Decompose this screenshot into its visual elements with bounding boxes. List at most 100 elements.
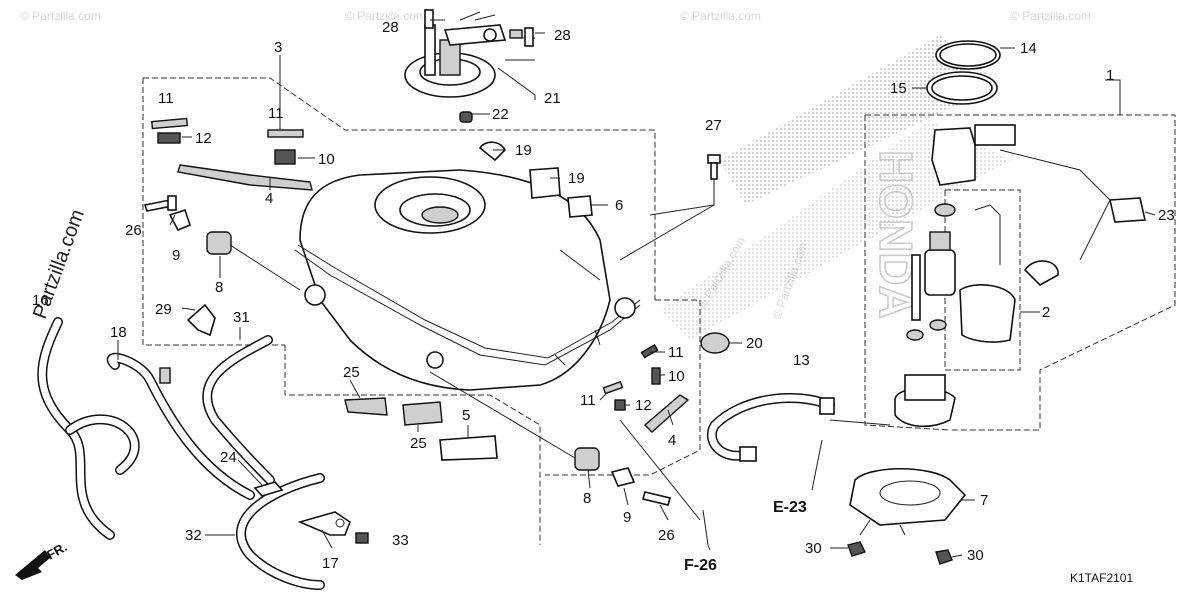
callout-23: 23: [1158, 207, 1175, 224]
label-6: [567, 195, 593, 218]
callout-9: 9: [623, 509, 631, 526]
arrow-F-26: [702, 509, 711, 551]
frame-tank: [545, 299, 701, 476]
callout-4: 4: [265, 190, 273, 207]
seal-4: [643, 394, 690, 433]
fuel-pump-assembly: [894, 124, 1146, 428]
screw-28: [424, 9, 434, 29]
grommet-20: [700, 332, 730, 354]
sticker-19: [478, 141, 506, 162]
callout-6: 6: [615, 197, 623, 214]
leader-21: [497, 67, 536, 100]
plate-tabs: [859, 519, 906, 536]
frame-tank: [143, 77, 656, 300]
bolt-head-26: [167, 195, 177, 211]
cushion-11: [151, 117, 189, 130]
hose-16: [37, 317, 140, 540]
ref-F-26: F-26: [684, 557, 717, 574]
callout-2: 2: [1042, 304, 1050, 321]
callout-22: 22: [492, 106, 509, 123]
leader-8: [229, 244, 301, 291]
hose-31: [202, 335, 275, 485]
callout-32: 32: [185, 527, 202, 544]
callout-17: 17: [322, 555, 339, 572]
bracket-17: [297, 511, 351, 536]
callout-20: 20: [746, 335, 763, 352]
cushion-12: [614, 399, 626, 411]
bolt-27-shaft: [710, 162, 718, 180]
cushion-25: [402, 401, 443, 426]
watermark: © Partzilla.com: [345, 9, 426, 23]
frame-pump: [864, 115, 951, 431]
cap-nut-22: [459, 111, 473, 123]
o-ring-14: [939, 43, 997, 67]
callout-11: 11: [268, 105, 284, 122]
fuel-cap: [404, 11, 535, 98]
cushion-10: [274, 149, 296, 165]
screw-28: [524, 27, 534, 47]
watermark: © Partzilla.com: [680, 9, 761, 23]
nut-30: [847, 541, 866, 557]
label-5: [439, 435, 498, 461]
callout-18: 18: [110, 324, 127, 341]
callout-8: 8: [215, 279, 223, 296]
leader-27: [649, 180, 715, 216]
callout-26: 26: [658, 527, 675, 544]
callout-31: 31: [233, 309, 250, 326]
bolt-27: [707, 154, 721, 164]
sticker-19: [529, 167, 561, 199]
callout-4: 4: [668, 432, 676, 449]
callout-30: 30: [967, 547, 984, 564]
frame-tank: [284, 345, 541, 545]
callout-21: 21: [544, 90, 561, 107]
hose-13: [706, 392, 835, 462]
callout-33: 33: [392, 532, 409, 549]
callout-9: 9: [172, 247, 180, 264]
shading-beam: [660, 120, 1010, 340]
arrow-E-23: [811, 439, 823, 491]
callout-labels: 1 2 3 4 4 5 6 7 8 8 9 9 10 10 11 11 11 1…: [32, 19, 1175, 572]
cushion-11: [640, 343, 659, 359]
fuel-tank: [294, 169, 641, 391]
callout-3: 3: [274, 39, 282, 56]
callout-25: 25: [343, 364, 360, 381]
bracket-hole: [335, 518, 345, 528]
cushion-25: [344, 397, 388, 416]
callout-19: 19: [515, 142, 532, 159]
callout-27: 27: [705, 117, 722, 134]
bolt-33: [355, 532, 369, 544]
callout-26: 26: [125, 222, 142, 239]
callout-25: 25: [410, 435, 427, 452]
callout-8: 8: [583, 490, 591, 507]
callout-24: 24: [220, 449, 237, 466]
callout-1: 1: [1106, 67, 1114, 84]
callout-13: 13: [793, 352, 810, 369]
plate-hole: [879, 480, 941, 506]
leader-1: [1105, 79, 1121, 115]
bolt-26: [642, 491, 671, 506]
watermark: © Partzilla.com: [1010, 9, 1091, 23]
diagram-code: K1TAF2101: [1070, 571, 1133, 585]
clip-29: [186, 303, 216, 337]
callout-7: 7: [980, 492, 988, 509]
nut-30: [935, 549, 953, 565]
callout-leaders: [117, 19, 1156, 558]
shading-beam: [720, 35, 1000, 205]
watermark: © Partzilla.com: [20, 9, 101, 23]
callout-10: 10: [318, 151, 335, 168]
callout-11: 11: [668, 344, 684, 361]
o-ring-15: [931, 75, 993, 101]
callout-15: 15: [890, 80, 907, 97]
callout-28: 28: [382, 19, 399, 36]
callout-10: 10: [668, 368, 685, 385]
leader-27: [619, 204, 715, 261]
leader-F-26: [619, 419, 701, 521]
hose-32: [236, 473, 325, 590]
rubber-8: [206, 231, 232, 255]
leader-8: [429, 371, 576, 459]
collar-9: [610, 467, 636, 487]
rubber-8: [574, 447, 600, 471]
cushion-11: [267, 129, 304, 138]
callout-11: 11: [158, 90, 174, 107]
